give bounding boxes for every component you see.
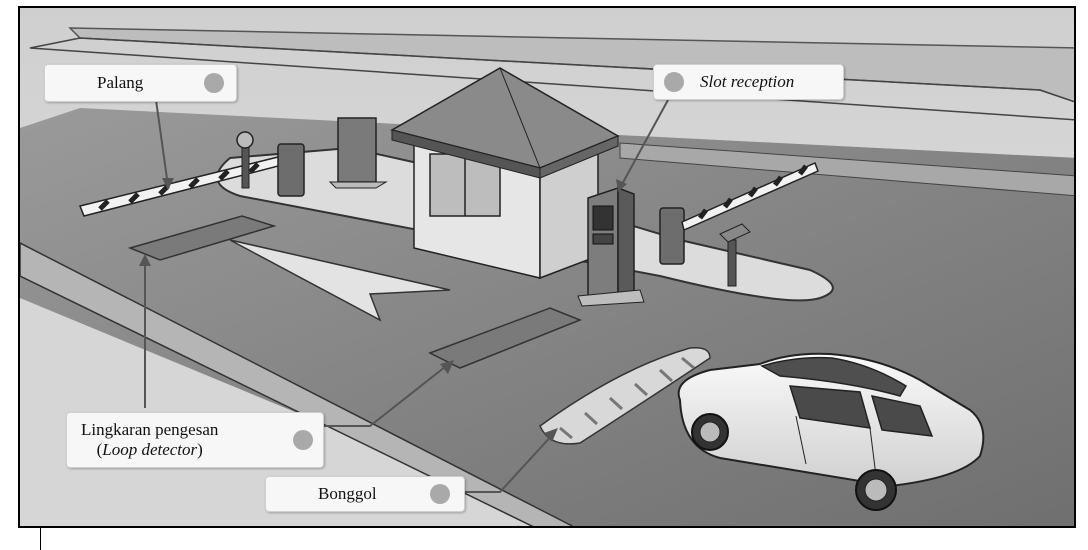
palang-text: Palang (97, 73, 143, 93)
diagram-frame: Palang Slot reception Lingkaran pengesan… (18, 6, 1076, 528)
slot-reception-text: Slot reception (700, 72, 794, 92)
loop-detector-italic: Loop detector (102, 440, 197, 459)
frame-tick-mark (40, 528, 41, 550)
slot-reception-machine (578, 188, 644, 306)
loop-detector-dot (293, 430, 313, 450)
loop-close-paren: ) (197, 440, 203, 459)
loop-detector-line2: (Loop detector) (97, 440, 203, 460)
label-palang: Palang (44, 64, 237, 102)
bonggol-text: Bonggol (318, 484, 377, 504)
label-loop-detector: Lingkaran pengesan (Loop detector) (66, 412, 324, 468)
bonggol-dot (430, 484, 450, 504)
label-bonggol: Bonggol (265, 476, 465, 512)
loop-detector-line1: Lingkaran pengesan (81, 420, 218, 440)
label-slot-reception: Slot reception (653, 64, 844, 100)
palang-dot (204, 73, 224, 93)
loop-detector-text: Lingkaran pengesan (Loop detector) (81, 420, 218, 459)
slot-reception-dot (664, 72, 684, 92)
